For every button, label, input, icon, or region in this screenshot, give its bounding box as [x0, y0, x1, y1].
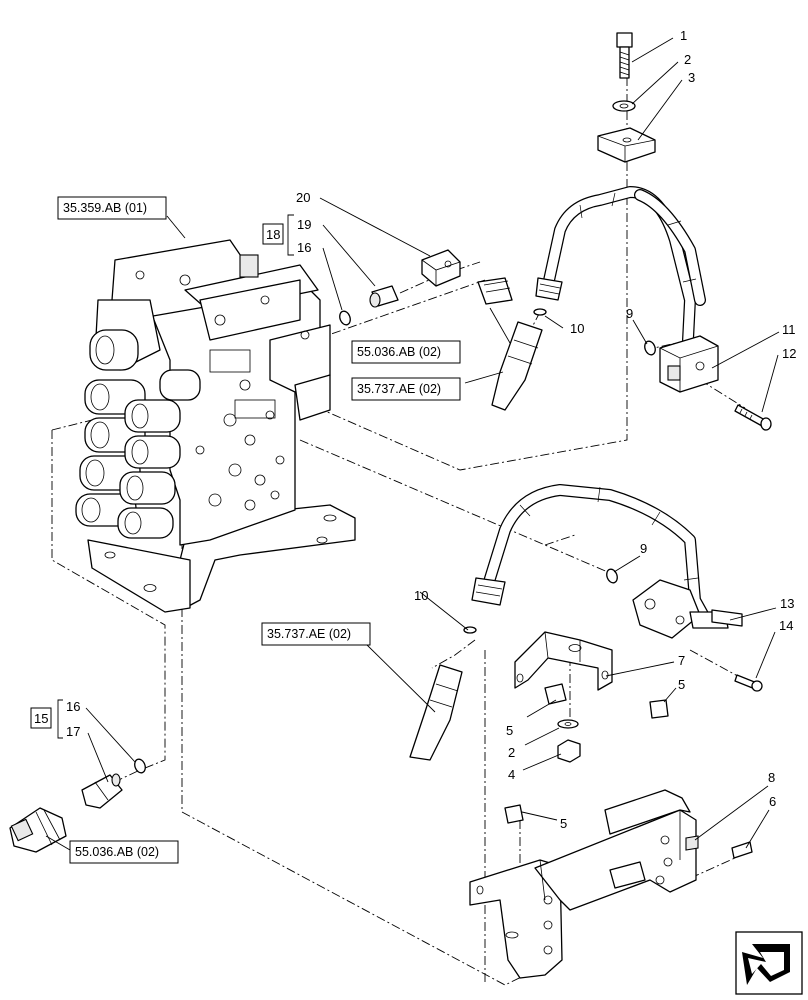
- callout-19: 19: [297, 217, 311, 232]
- callout-2: 2: [684, 52, 691, 67]
- callout-5: 5: [506, 723, 513, 738]
- callout-16: 16: [66, 699, 80, 714]
- callout-13: 13: [780, 596, 794, 611]
- solenoid-coils: [75, 329, 201, 539]
- arrow-down-left-icon[interactable]: [735, 931, 803, 995]
- callout-10: 10: [570, 321, 584, 336]
- reference-sensor-lower[interactable]: 55.036.AB (02): [69, 840, 179, 864]
- callout-8: 8: [768, 770, 775, 785]
- lower-sensor-assembly: [9, 758, 146, 853]
- callout-9: 9: [640, 541, 647, 556]
- group-18-box: 18: [262, 223, 284, 245]
- leader-lines: [45, 37, 780, 851]
- callout-6: 6: [769, 794, 776, 809]
- callout-7: 7: [678, 653, 685, 668]
- reference-hose-lower[interactable]: 35.737.AE (02): [261, 622, 371, 646]
- group-18-label: 18: [266, 227, 280, 242]
- control-valve-assembly: [75, 239, 356, 613]
- lower-hose-assembly: [409, 484, 763, 761]
- upper-hose-assembly: [535, 32, 772, 431]
- callout-10: 10: [414, 588, 428, 603]
- reference-sensor-upper[interactable]: 55.036.AB (02): [351, 340, 461, 364]
- callout-9: 9: [626, 306, 633, 321]
- callout-17: 17: [66, 724, 80, 739]
- callout-20: 20: [296, 190, 310, 205]
- reference-valve-block[interactable]: 35.359.AB (01): [57, 196, 167, 220]
- callout-16: 16: [297, 240, 311, 255]
- callout-numbers: 1 2 3 11 12 9 10 20 19 16 9 10 13 14 7 5…: [66, 28, 796, 831]
- reference-hose-lower-label: 35.737.AE (02): [267, 627, 351, 641]
- group-15-label: 15: [34, 711, 48, 726]
- callout-14: 14: [779, 618, 793, 633]
- lower-bracket-assembly: [469, 631, 753, 979]
- reference-hose-upper-label: 35.737.AE (02): [357, 382, 441, 396]
- callout-2: 2: [508, 745, 515, 760]
- reference-sensor-lower-label: 55.036.AB (02): [75, 845, 159, 859]
- callout-5: 5: [560, 816, 567, 831]
- callout-4: 4: [508, 767, 515, 782]
- callout-11: 11: [782, 322, 796, 337]
- callout-5: 5: [678, 677, 685, 692]
- upper-fitting-stack: [339, 249, 656, 411]
- reference-valve-block-label: 35.359.AB (01): [63, 201, 147, 215]
- callout-3: 3: [688, 70, 695, 85]
- reference-sensor-upper-label: 55.036.AB (02): [357, 345, 441, 359]
- reference-hose-upper[interactable]: 35.737.AE (02): [351, 377, 461, 401]
- callout-1: 1: [680, 28, 687, 43]
- valve-body-details: [135, 254, 310, 511]
- callout-12: 12: [782, 346, 796, 361]
- group-15-box: 15: [30, 707, 52, 729]
